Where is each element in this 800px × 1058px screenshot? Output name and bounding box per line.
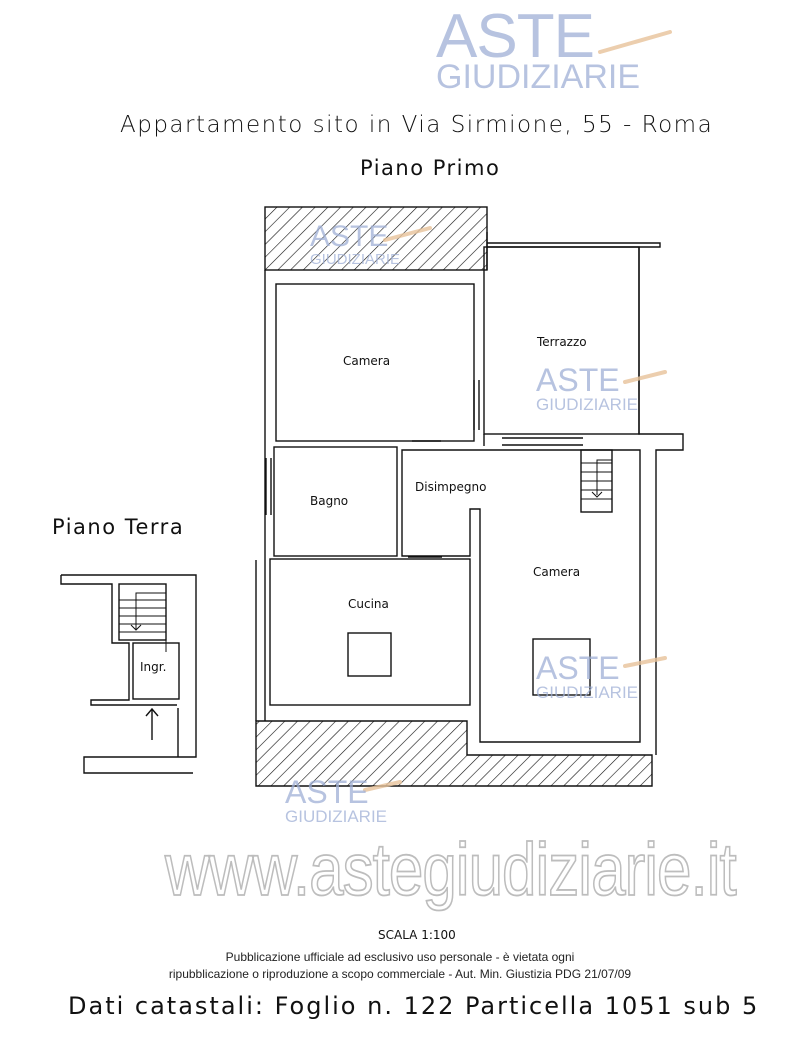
room-label-bagno: Bagno (310, 494, 349, 508)
watermark-brand-bottom: GIUDIZIARIE (536, 683, 639, 702)
room-ingresso (132, 642, 180, 700)
watermark-brand-bottom: GIUDIZIARIE (285, 807, 388, 826)
floor-label-first: Piano Primo (360, 156, 501, 180)
watermark-url: www.astegiudiziarie.it (164, 828, 737, 913)
watermark-brand-top: ASTE (310, 220, 389, 253)
watermark-brand-bottom: GIUDIZIARIE (436, 58, 641, 96)
page-title: Appartamento sito in Via Sirmione, 55 - … (120, 112, 714, 138)
gavel-icon (363, 30, 672, 792)
hatched-wall-bottom (255, 720, 653, 787)
hatched-wall-top (264, 206, 488, 271)
publication-notice-line1: Pubblicazione ufficiale ad esclusivo uso… (225, 950, 575, 964)
publication-notice-line2: ripubblicazione o riproduzione a scopo c… (168, 967, 632, 981)
scale-label: SCALA 1:100 (378, 928, 456, 942)
camera-column (532, 638, 591, 696)
cucina-column (347, 632, 392, 677)
watermark-brand-top: ASTE (436, 2, 595, 71)
cadastral-data: Dati catastali: Foglio n. 122 Particella… (68, 992, 760, 1020)
room-label-cucina: Cucina (348, 597, 389, 611)
watermark-brand-top: ASTE (536, 362, 620, 398)
room-label-ingresso: Ingr. (140, 660, 167, 674)
room-cucina (269, 558, 471, 706)
floor-label-ground: Piano Terra (52, 515, 185, 539)
watermark-brand-top: ASTE (285, 774, 369, 810)
room-label-camera-1: Camera (343, 354, 391, 368)
room-label-disimpegno: Disimpegno (415, 480, 487, 494)
watermark-brand-bottom: GIUDIZIARIE (310, 251, 401, 268)
watermark-brand-bottom: GIUDIZIARIE (536, 395, 639, 414)
room-label-terrazzo: Terrazzo (537, 335, 587, 349)
room-camera-1 (275, 283, 475, 442)
room-disimpegno (401, 449, 641, 743)
room-label-camera-2: Camera (533, 565, 581, 579)
room-bagno (273, 446, 398, 557)
ground-floor-plan (60, 574, 197, 774)
watermark-brand-top: ASTE (536, 650, 620, 686)
